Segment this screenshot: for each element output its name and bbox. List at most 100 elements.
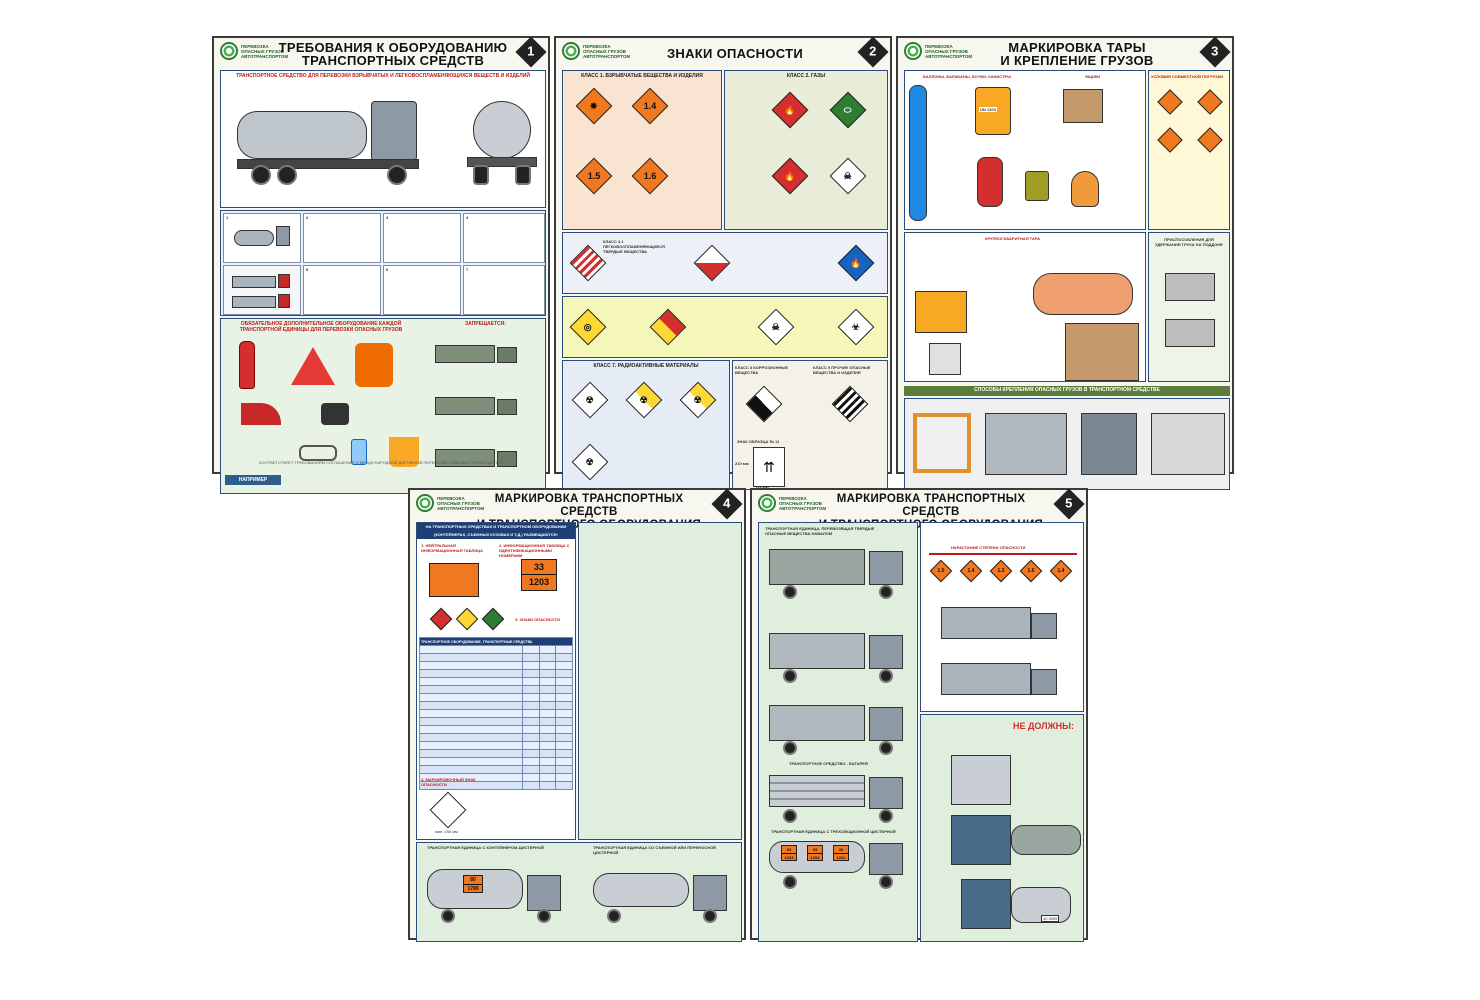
poster-number: 2 [857, 36, 889, 68]
title-line-1: МАРКИРОВКА ТАРЫ [1008, 40, 1146, 55]
plate-bottom-number: 1789 [467, 886, 479, 892]
trucks-pane [578, 522, 742, 840]
plate-top-number: 33 [812, 847, 818, 852]
truck-chassis [237, 159, 419, 169]
demijohn-icon [1071, 171, 1099, 207]
marking-dim: мин. 250 мм [435, 829, 458, 834]
rules-head: НА ТРАНСПОРТНЫХ СРЕДСТВАХ И ТРАНСПОРТНОМ… [417, 523, 575, 539]
tank-rear [473, 101, 531, 159]
truck-cab [1031, 613, 1057, 639]
plate-separator [522, 574, 556, 575]
poster-logo: ПЕРЕВОЗКА ОПАСНЫХ ГРУЗОВ АВТОТРАНСПОРТОМ [758, 494, 827, 512]
license-plate: 40 3095 [1041, 915, 1060, 922]
poster-number-text: 3 [1211, 43, 1219, 59]
crate-frame-icon [913, 413, 971, 473]
item4-label: 4. МАРКИРОВОЧНЫЙ ЗНАК ОПАСНОСТИ [421, 777, 476, 787]
wheel [607, 909, 621, 923]
truck-rear-load-icon [1081, 413, 1137, 475]
van-body [941, 607, 1031, 639]
explosive-sign: 1.3 [989, 559, 1013, 583]
sign-code: 1.4 [1057, 568, 1065, 574]
poster-logo: ПЕРЕВОЗКА ОПАСНЫХ ГРУЗОВ АВТОТРАНСПОРТОМ [562, 42, 630, 60]
example-label: НАПРИМЕР [225, 475, 281, 485]
cargo-bag-icon [929, 343, 961, 375]
poster-number: 4 [711, 488, 743, 520]
wheel-chock-icon [241, 403, 281, 425]
class8-title: КЛАСС 8 КОРРОЗИОННЫЕ ВЕЩЕСТВА [735, 365, 789, 375]
bottom-trucks-pane: ТРАНСПОРТНАЯ ЕДИНИЦА С КОНТЕЙНЕРОМ-ЦИСТЕ… [416, 842, 742, 942]
poster-title: ТРЕБОВАНИЯ К ОБОРУДОВАНИЮ ТРАНСПОРТНЫХ С… [274, 41, 512, 67]
container-tank-truck [427, 869, 567, 929]
bulk-truck [769, 543, 909, 603]
caption-bulk: ТРАНСПОРТНАЯ ЕДИНИЦА, ПЕРЕВОЗЯЩАЯ ТВЕРДЫ… [765, 526, 875, 536]
poster-number: 3 [1199, 36, 1231, 68]
section-plate: 33 1203 [807, 845, 823, 861]
table-row [419, 717, 573, 726]
un-code: UN 1203 [979, 107, 997, 112]
poster-header: ПЕРЕВОЗКА ОПАСНЫХ ГРУЗОВ АВТОТРАНСПОРТОМ… [752, 488, 1086, 531]
class4-title: КЛАСС 4.1 ЛЕГКОВОСПЛАМЕНЯЮЩИЕСЯ ТВЕРДЫЕ … [603, 239, 665, 254]
toxic-sign-icon: ☠ [757, 308, 795, 346]
wheel [277, 165, 297, 185]
sign-code: 1.6 [1027, 568, 1035, 574]
logo-text: ПЕРЕВОЗКА ОПАСНЫХ ГРУЗОВ АВТОТРАНСПОРТОМ [779, 495, 827, 511]
section-a-title: БАЛЛОНЫ, БАРАБАНЫ, БОЧКИ, КАНИСТРЫ [923, 74, 1012, 79]
extra-equipment-pane: ОБЯЗАТЕЛЬНОЕ ДОПОЛНИТЕЛЬНОЕ ОБОРУДОВАНИЕ… [220, 318, 546, 494]
flammable-solid-sign-icon [569, 244, 607, 282]
class4-pane: КЛАСС 4.1 ЛЕГКОВОСПЛАМЕНЯЮЩИЕСЯ ТВЕРДЫЕ … [562, 232, 888, 294]
explosive-1-5-sign: 1.5 [575, 157, 613, 195]
truck-cab [693, 875, 727, 911]
truck-cab [951, 815, 1011, 865]
top-truck-pane: ТРАНСПОРТНОЕ СРЕДСТВО ДЛЯ ПЕРЕВОЗКИ ВЗРЫ… [220, 70, 546, 208]
van-front [951, 755, 1011, 805]
securing-band: СПОСОБЫ КРЕПЛЕНИЯ ОПАСНЫХ ГРУЗОВ В ТРАНС… [904, 386, 1230, 396]
dim-height: 210 мм [735, 461, 749, 466]
equipment-cell-5: 5 [303, 265, 381, 315]
section-d-title: КРУПНОГАБАРИТНАЯ ТАРА [985, 236, 1040, 241]
wheel [703, 909, 717, 923]
tipper-truck [769, 699, 909, 759]
hazard-sign-icon [1197, 89, 1223, 115]
explosive-sign: 1.4 [1049, 559, 1073, 583]
logo-icon [562, 42, 580, 60]
cell-number: 4 [466, 215, 469, 220]
wheel [783, 809, 797, 823]
radioactive-sign-icon: ☢ [625, 381, 663, 419]
radioactive-sign-icon: ☢ [571, 381, 609, 419]
caption-container-tank: ТРАНСПОРТНАЯ ЕДИНИЦА С КОНТЕЙНЕРОМ-ЦИСТЕ… [427, 845, 544, 850]
poster-number-text: 1 [527, 43, 535, 59]
logo-icon [758, 494, 776, 512]
table-row [419, 653, 573, 662]
gas-cylinder-icon [909, 85, 927, 221]
tank-body [237, 111, 367, 159]
gas-bottle-icon [977, 157, 1003, 207]
title-line-1: ТРЕБОВАНИЯ К ОБОРУДОВАНИЮ [278, 40, 508, 55]
section-b-title: ЯЩИКИ [1085, 74, 1101, 79]
poster-5: ПЕРЕВОЗКА ОПАСНЫХ ГРУЗОВ АВТОТРАНСПОРТОМ… [750, 488, 1088, 942]
truck-cab [869, 551, 903, 585]
wheel [783, 669, 797, 683]
wheel [879, 669, 893, 683]
section-c-title: УСЛОВИЯ СОВМЕСТНОЙ ПОГРУЗКИ [1151, 74, 1224, 79]
logo-text: ПЕРЕВОЗКА ОПАСНЫХ ГРУЗОВ АВТОТРАНСПОРТОМ [241, 43, 289, 59]
truck-box [232, 276, 276, 288]
truck-box [435, 449, 495, 467]
table-row [419, 661, 573, 670]
class8-9-pane: КЛАСС 8 КОРРОЗИОННЫЕ ВЕЩЕСТВА КЛАСС 9 ПР… [732, 360, 888, 490]
wheel [879, 875, 893, 889]
section-e-title: ПРИСПОСОБЛЕНИЯ ДЛЯ УДЕРЖАНИЯ ГРУЗА НА ПО… [1155, 237, 1223, 247]
wheel [441, 909, 455, 923]
tank-container-icon [1033, 273, 1133, 315]
sign-code: 1.5 [937, 568, 945, 574]
class2-title: КЛАСС 2. ГАЗЫ [786, 73, 826, 79]
trucks-side-cell [223, 265, 301, 315]
equipment-cell-3: 3 [383, 213, 461, 263]
plate-bottom-number: 1203 [810, 855, 820, 860]
wheel [783, 585, 797, 599]
explosive-1-6-sign: 1.6 [631, 157, 669, 195]
explosive-sign-icon: ✸ [575, 87, 613, 125]
table-row [419, 701, 573, 710]
table-head: ТРАНСПОРТНОЕ ОБОРУДОВАНИЕ, ТРАНСПОРТНЫЕ … [419, 637, 573, 646]
table-row [419, 781, 573, 790]
poster-header: ПЕРЕВОЗКА ОПАСНЫХ ГРУЗОВ АВТОТРАНСПОРТОМ… [410, 488, 744, 531]
